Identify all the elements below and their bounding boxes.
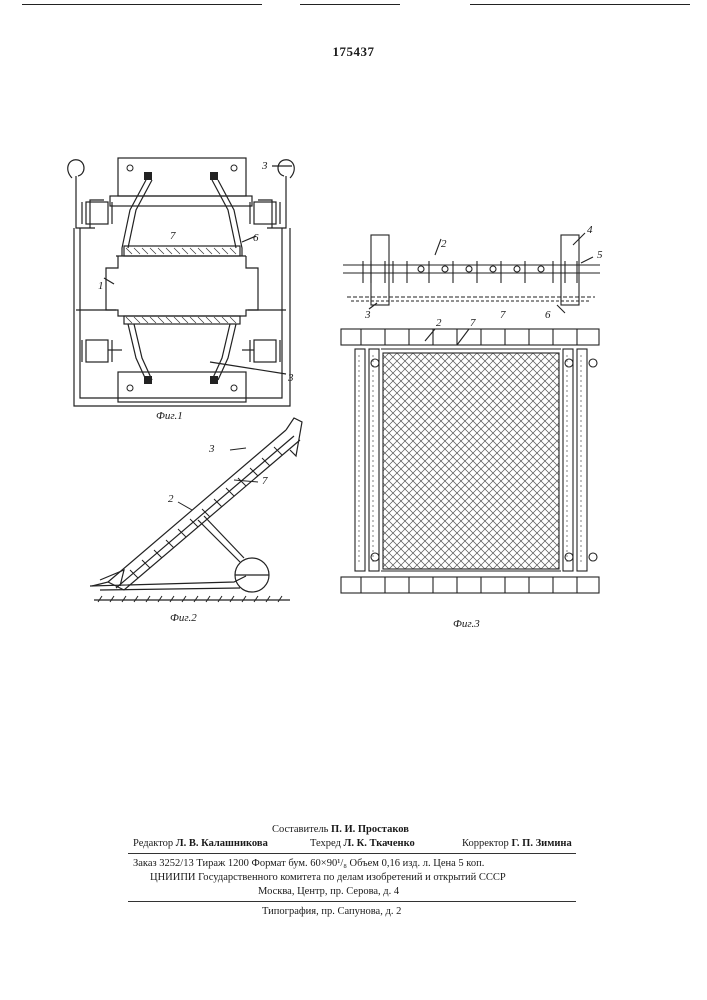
- printer-line: Типография, пр. Сапунова, д. 2: [262, 906, 401, 917]
- top-rule-mid: [300, 4, 400, 5]
- fig3-callout-7-mid: 7: [470, 317, 476, 329]
- fig3-callout-5: 5: [597, 249, 603, 261]
- compiler-line: Составитель П. И. Простаков: [272, 824, 409, 835]
- top-rule-left: [22, 4, 262, 5]
- compiler-label: Составитель: [272, 824, 328, 835]
- fig1-callout-6: 6: [253, 232, 259, 244]
- fig2-callout-3: 3: [209, 443, 215, 455]
- address-line: Москва, Центр, пр. Серова, д. 4: [258, 886, 399, 897]
- fig3-callout-7-top: 7: [500, 309, 506, 321]
- editor-label: Редактор: [133, 838, 173, 849]
- fig3-callout-2-mid: 2: [436, 317, 442, 329]
- figure-1-drawing: [60, 150, 305, 410]
- fig2-callout-2: 2: [168, 493, 174, 505]
- editor-name: Л. В. Калашникова: [176, 838, 268, 849]
- fig3-callout-4: 4: [587, 224, 593, 236]
- fig3-callout-3: 3: [365, 309, 371, 321]
- editor-line: Редактор Л. В. Калашникова: [133, 838, 268, 849]
- colophon-rule-1: [128, 853, 576, 854]
- figure-3-drawing: [325, 225, 615, 610]
- fig1-callout-3-bottom: 3: [288, 372, 294, 384]
- org-line: ЦНИИПИ Государственного комитета по дела…: [150, 872, 506, 883]
- fig1-callout-7: 7: [170, 230, 176, 242]
- corrector-name: Г. П. Зимина: [511, 838, 571, 849]
- techred-line: Техред Л. К. Ткаченко: [310, 838, 415, 849]
- patent-number: 175437: [0, 44, 707, 60]
- fig2-caption: Фиг.2: [170, 612, 197, 624]
- order-line: Заказ 3252/13 Тираж 1200 Формат бум. 60×…: [133, 858, 484, 869]
- techred-label: Техред: [310, 838, 341, 849]
- top-rule-right: [470, 4, 690, 5]
- fig2-callout-7: 7: [262, 475, 268, 487]
- colophon-rule-2: [128, 901, 576, 902]
- fig3-callout-2-top: 2: [441, 238, 447, 250]
- techred-name: Л. К. Ткаченко: [344, 838, 415, 849]
- fig1-callout-1: 1: [98, 280, 104, 292]
- corrector-label: Корректор: [462, 838, 509, 849]
- fig1-callout-3-top: 3: [262, 160, 268, 172]
- corrector-line: Корректор Г. П. Зимина: [462, 838, 572, 849]
- fig3-caption: Фиг.3: [453, 618, 480, 630]
- compiler-name: П. И. Простаков: [331, 824, 409, 835]
- figure-2-drawing: [80, 410, 310, 610]
- fig3-callout-6: 6: [545, 309, 551, 321]
